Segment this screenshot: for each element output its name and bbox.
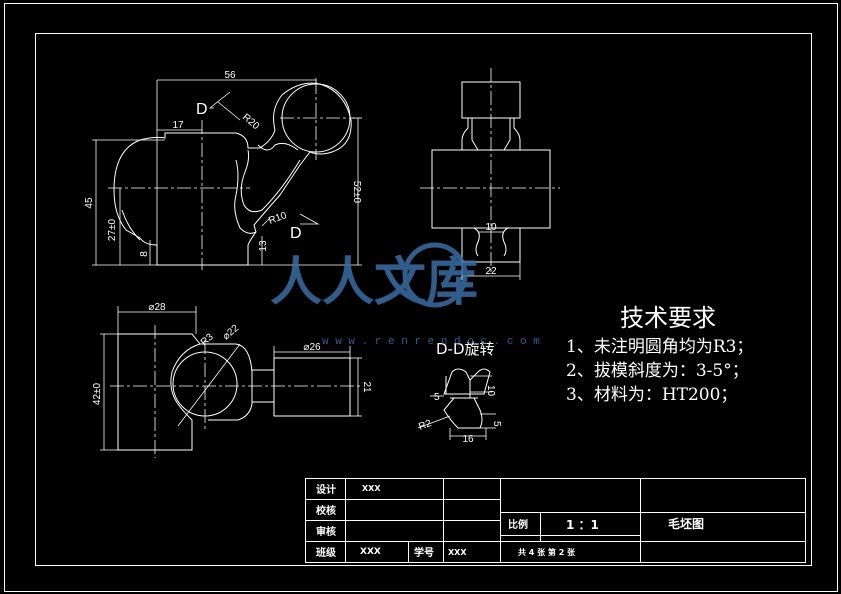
dim-45: 45 xyxy=(84,197,95,209)
section-dimensions xyxy=(417,375,496,440)
dim-42: 42±0 xyxy=(92,382,103,405)
dim-sec-10: 10 xyxy=(485,385,496,397)
dim-d22: ⌀22 xyxy=(221,323,242,343)
tb-scale-label: 比例 xyxy=(508,518,528,531)
tb-student-no-value: XXX xyxy=(448,548,467,557)
dim-52: 52±0 xyxy=(351,181,362,204)
dim-13: 13 xyxy=(258,240,269,252)
front-view xyxy=(113,82,352,266)
tb-review-label: 审核 xyxy=(316,525,336,538)
dim-r3: R3 xyxy=(199,331,216,348)
dim-sec-16: 16 xyxy=(462,434,474,445)
dim-d28: ⌀28 xyxy=(148,302,166,313)
dim-sec-5a: 5 xyxy=(434,392,440,403)
side-centerlines xyxy=(420,68,560,275)
tb-scale-value: 1 ：1 xyxy=(566,518,599,532)
tb-drawing-name: 毛坯图 xyxy=(668,516,704,531)
tech-item-3: 3、材料为：HT200； xyxy=(566,385,737,405)
tech-item-2: 2、拔模斜度为：3-5°； xyxy=(566,361,749,381)
inner-frame xyxy=(35,33,812,566)
section-mark-bottom: D xyxy=(290,225,302,242)
dim-56: 56 xyxy=(224,70,236,81)
watermark-logo: 人人文库 w w w . r e n r e n d o c . c o m xyxy=(270,242,540,348)
dim-17: 17 xyxy=(172,120,184,131)
dim-r10: R10 xyxy=(267,210,288,227)
dim-sec-r2: R2 xyxy=(417,418,433,433)
dim-d26: ⌀26 xyxy=(303,342,321,353)
dim-21: 21 xyxy=(361,381,372,393)
top-dimensions xyxy=(100,306,362,451)
tb-sheet-info: 共 4 张 第 2 张 xyxy=(518,547,576,557)
tb-student-no-label: 学号 xyxy=(414,546,434,559)
dim-10: 10 xyxy=(485,222,497,233)
watermark-text: 人人文库 xyxy=(270,252,478,313)
top-centerlines xyxy=(110,325,360,458)
watermark-url: w w w . r e n r e n d o c . c o m xyxy=(322,336,540,348)
dim-8: 8 xyxy=(139,251,150,257)
title-block xyxy=(305,478,806,563)
dim-sec-5b: 5 xyxy=(491,421,502,427)
front-dimensions xyxy=(92,78,362,266)
tb-class-label: 班级 xyxy=(316,546,337,559)
tb-check-label: 校核 xyxy=(316,504,336,517)
outer-frame xyxy=(4,3,838,592)
section-mark-top: D xyxy=(196,101,208,118)
dim-22: 22 xyxy=(485,266,497,277)
tb-design-value: XXX xyxy=(362,484,381,493)
dim-r20: R20 xyxy=(240,112,261,133)
dim-27: 27±0 xyxy=(107,218,118,241)
tech-title: 技术要求 xyxy=(620,304,716,332)
section-title: D-D旋转 xyxy=(436,340,495,358)
section-view xyxy=(443,368,491,429)
tb-design-label: 设计 xyxy=(316,483,336,496)
front-centerlines xyxy=(108,80,355,270)
tb-class-value: XXX xyxy=(360,547,381,557)
tech-item-1: 1、未注明圆角均为R3； xyxy=(566,337,753,357)
